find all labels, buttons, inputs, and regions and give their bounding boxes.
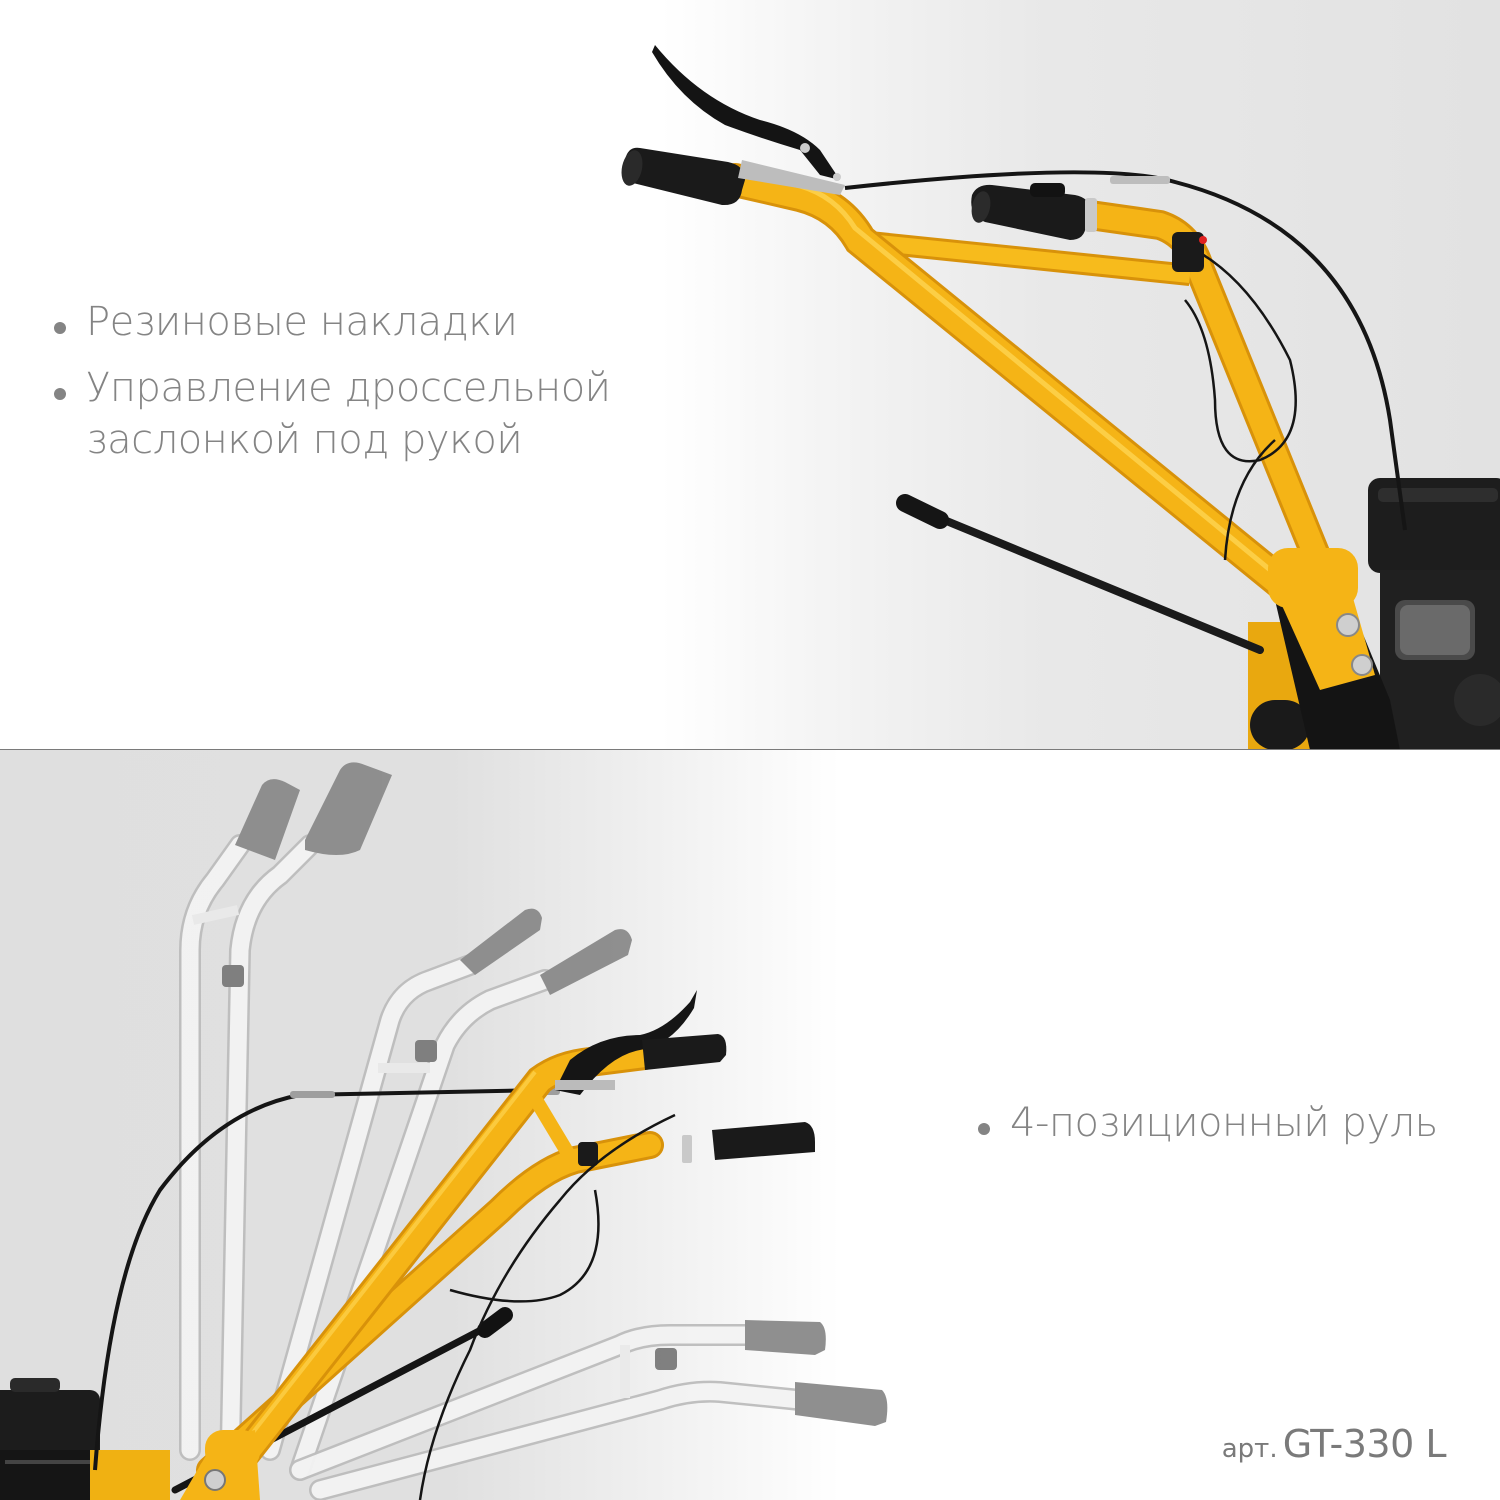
article-prefix: арт. <box>1221 1434 1278 1464</box>
engine-icon <box>1368 478 1500 750</box>
bottom-panel: 4-позиционный руль <box>0 750 1500 1500</box>
feature-list-top: Резиновые накладки Управление дроссельно… <box>52 296 652 480</box>
ghost-handlebar-position-4 <box>289 1320 888 1500</box>
top-panel: Резиновые накладки Управление дроссельно… <box>0 0 1500 750</box>
feature-text: 4-позиционный руль <box>1010 1100 1438 1146</box>
handlebar-positions-icon <box>0 762 888 1500</box>
engine-icon <box>0 1378 100 1500</box>
feature-list-bottom: 4-позиционный руль <box>976 1097 1476 1149</box>
article-number: арт. GT-330 L <box>1221 1422 1447 1466</box>
active-handlebar <box>93 990 815 1500</box>
article-code: GT-330 L <box>1282 1422 1447 1466</box>
feature-item: 4-позиционный руль <box>976 1097 1476 1149</box>
handlebar-closeup-icon <box>621 45 1500 750</box>
feature-text: Управление дроссельной заслонкой под рук… <box>86 365 611 463</box>
ghost-handlebar-position-2 <box>259 908 632 1481</box>
feature-item: Резиновые накладки <box>52 296 652 348</box>
feature-text: Резиновые накладки <box>86 299 518 345</box>
feature-item: Управление дроссельной заслонкой под рук… <box>52 362 652 466</box>
right-grip-icon <box>971 183 1207 272</box>
left-grip-icon <box>621 45 845 206</box>
ghost-handlebar-position-1 <box>179 762 392 1481</box>
